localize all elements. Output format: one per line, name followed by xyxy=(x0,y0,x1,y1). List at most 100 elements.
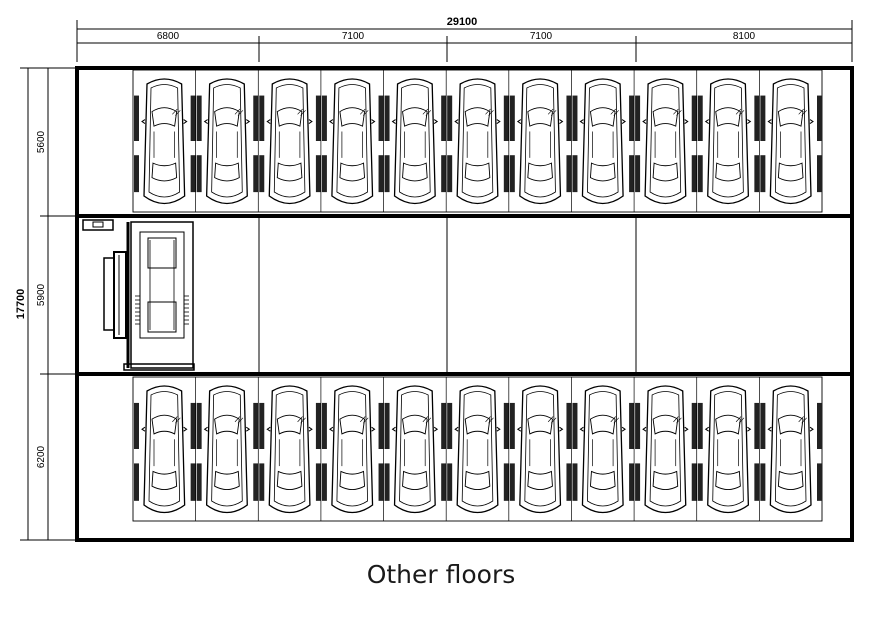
stall-rail xyxy=(691,95,697,193)
stall-rail xyxy=(817,402,822,501)
bay-width-label-2: 7100 xyxy=(342,31,365,42)
stall-rail xyxy=(572,95,578,193)
parking-stall xyxy=(508,377,572,521)
car-icon xyxy=(642,385,689,514)
stall-rail xyxy=(760,402,766,501)
stall-rail xyxy=(509,402,515,501)
parking-stall xyxy=(134,385,196,514)
car-icon xyxy=(767,78,814,205)
car-icon xyxy=(203,78,251,205)
parking-stall xyxy=(696,70,760,212)
car-icon xyxy=(329,385,376,514)
stall-rail xyxy=(196,95,202,193)
row-depth-label-3: 6200 xyxy=(36,445,47,468)
left-dimension-chain xyxy=(20,67,75,541)
parking-stall xyxy=(320,70,384,212)
parking-stall xyxy=(320,377,384,521)
stall-rail xyxy=(566,95,572,193)
parking-stall xyxy=(445,70,509,212)
top-dimension-chain xyxy=(76,20,853,62)
stall-rail xyxy=(441,95,447,193)
stall-rail xyxy=(566,402,572,501)
stall-rail xyxy=(817,95,822,193)
stall-rail xyxy=(691,402,697,501)
parking-stall xyxy=(759,377,822,521)
parking-stall xyxy=(195,70,259,212)
stall-rail xyxy=(384,95,390,193)
parking-stall xyxy=(571,377,635,521)
stall-rail xyxy=(378,402,384,501)
stall-rail xyxy=(315,402,321,501)
floor-caption: Other floors xyxy=(366,560,516,589)
parking-stall xyxy=(257,70,321,212)
parking-stall xyxy=(383,377,447,521)
stall-area xyxy=(132,69,823,213)
stall-rail xyxy=(447,402,453,501)
car-icon xyxy=(391,385,439,514)
bay-dividers xyxy=(258,216,637,374)
parking-stall xyxy=(759,70,822,212)
stall-rail xyxy=(253,95,259,193)
stall-rail xyxy=(134,402,139,501)
stall-rail xyxy=(321,95,327,193)
car-icon xyxy=(266,78,313,205)
car-icon xyxy=(266,385,313,514)
stall-rail xyxy=(503,95,509,193)
parking-stall xyxy=(257,377,321,521)
stall-rail xyxy=(697,95,703,193)
stall-rail xyxy=(321,402,327,501)
car-icon xyxy=(767,385,814,514)
row-depth-label-2: 5900 xyxy=(36,283,47,306)
parking-stall xyxy=(383,70,447,212)
car-icon xyxy=(203,385,251,514)
stall-rail xyxy=(760,95,766,193)
bay-width-label-4: 8100 xyxy=(733,31,756,42)
total-depth-label: 17700 xyxy=(15,289,27,320)
stall-rail xyxy=(378,95,384,193)
stall-rail xyxy=(259,402,265,501)
parking-stall xyxy=(633,377,697,521)
car-icon xyxy=(329,78,376,205)
parking-stall xyxy=(195,377,259,521)
stall-rail xyxy=(635,95,641,193)
parking-stall xyxy=(633,70,697,212)
bottom-parking-row xyxy=(132,376,823,522)
car-icon xyxy=(704,385,752,514)
stall-rail xyxy=(441,402,447,501)
car-icon xyxy=(642,78,689,205)
stall-rail xyxy=(697,402,703,501)
parking-stall xyxy=(445,377,509,521)
car-icon xyxy=(516,78,564,205)
parking-stall xyxy=(134,78,196,205)
car-icon xyxy=(141,78,188,205)
stall-rail xyxy=(315,95,321,193)
stall-rail xyxy=(384,402,390,501)
parking-stall xyxy=(571,70,635,212)
stall-rail xyxy=(635,402,641,501)
bay-width-label-1: 6800 xyxy=(157,31,180,42)
car-icon xyxy=(579,385,626,514)
stall-rail xyxy=(629,402,635,501)
stall-rail xyxy=(754,95,760,193)
stall-area xyxy=(132,376,823,522)
car-icon xyxy=(141,385,188,514)
car-icon xyxy=(454,78,501,205)
car-icon xyxy=(391,78,439,205)
stall-rail xyxy=(259,95,265,193)
stall-rail xyxy=(134,95,139,193)
stall-rail xyxy=(629,95,635,193)
stall-rail xyxy=(503,402,509,501)
stall-rail xyxy=(196,402,202,501)
car-icon xyxy=(454,385,501,514)
stall-rail xyxy=(253,402,259,501)
stall-rail xyxy=(447,95,453,193)
stall-rail xyxy=(190,95,196,193)
car-icon xyxy=(516,385,564,514)
car-icon xyxy=(579,78,626,205)
parking-stall xyxy=(696,377,760,521)
stall-rail xyxy=(509,95,515,193)
stall-rail xyxy=(190,402,196,501)
lift-platform xyxy=(82,219,195,371)
total-width-label: 29100 xyxy=(447,16,478,28)
